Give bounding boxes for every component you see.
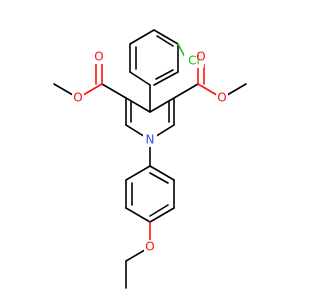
bond-ring-bottom-6: [149, 165, 175, 181]
bond-left-carbonyl-carbon: [101, 83, 127, 99]
bond-ring-top-1: [129, 71, 151, 86]
bond-ring-top-double-3: [155, 69, 174, 80]
o-right-carbonyl-label: O: [196, 50, 205, 64]
o-left-ester-label-bg: [72, 91, 84, 105]
bond-ring-bottom-4: [149, 207, 175, 223]
o-left-carbonyl-label-bg: [93, 50, 105, 64]
o-left-carbonyl-label: O: [94, 50, 103, 64]
bond-ring-top-double-2: [156, 35, 174, 47]
o-ether-label: O: [145, 240, 154, 254]
bond-ring-bottom-double-3: [149, 172, 169, 184]
bond-ring-top-3: [129, 29, 155, 45]
bond-ring-bottom-3: [125, 207, 151, 223]
bond-ring-bottom-double-2: [149, 204, 169, 217]
o-ether-label-bg: [144, 240, 156, 254]
molecule-structure: Cl N O O O O O: [53, 29, 247, 289]
bond-c5-c4: [149, 97, 175, 113]
bond-ring-top-4: [153, 29, 179, 45]
bond-ring-top-6: [153, 71, 179, 86]
molecule-canvas: Cl N O O O O O: [53, 29, 247, 289]
bond-c4-c3: [125, 97, 151, 113]
cl-label: Cl: [188, 54, 200, 68]
o-right-ester-label-bg: [216, 91, 228, 105]
n-label-bg: [143, 133, 157, 147]
bond-right-carbonyl-carbon: [173, 83, 199, 99]
o-left-ester-label: O: [73, 91, 82, 105]
bond-ring-bottom-1: [125, 165, 151, 181]
o-right-carbonyl-label-bg: [195, 50, 207, 64]
n-label: N: [146, 133, 155, 147]
o-right-ester-label: O: [217, 91, 226, 105]
